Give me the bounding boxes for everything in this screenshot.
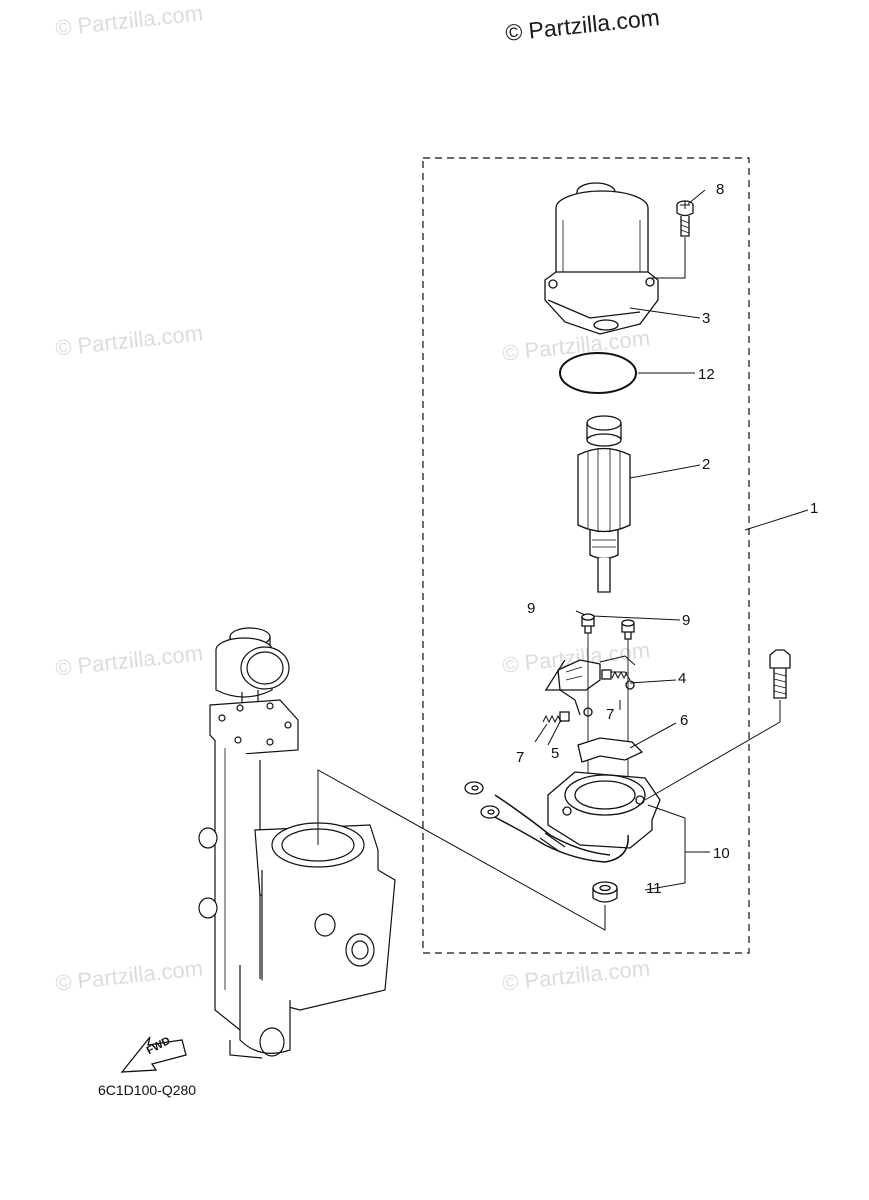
callout-4: 4	[678, 670, 687, 687]
brush-plate-part	[577, 737, 644, 763]
screw-part	[581, 613, 595, 634]
motor-end-cover-part	[547, 771, 661, 849]
tilt-trim-unit	[198, 627, 396, 1059]
brush-holder-part	[545, 655, 636, 717]
bolt-part	[769, 649, 791, 699]
callout-9: 9	[682, 612, 691, 629]
callout-12: 12	[698, 366, 715, 383]
brush-part	[559, 711, 570, 722]
grommet-part	[592, 881, 618, 903]
callout-1: 1	[810, 500, 819, 517]
spring-part	[542, 714, 562, 724]
armature-part	[577, 415, 631, 593]
callout-8: 8	[716, 181, 725, 198]
lead-wire-part	[464, 781, 629, 863]
brush-part	[601, 669, 612, 680]
spring-part	[611, 670, 628, 680]
callout-6: 6	[680, 712, 689, 729]
motor-yoke-part	[544, 182, 659, 335]
callout-7: 7	[606, 706, 615, 723]
assembly-boundary-box	[422, 157, 750, 954]
callout-2: 2	[702, 456, 711, 473]
callout-5: 5	[551, 745, 560, 762]
callout-11: 11	[646, 880, 662, 897]
screw-part	[676, 200, 694, 237]
forward-arrow-icon	[120, 1036, 187, 1073]
callout-7: 7	[516, 749, 525, 766]
callout-leaders	[534, 189, 809, 891]
callout-3: 3	[702, 310, 711, 327]
callout-10: 10	[713, 845, 730, 862]
diagram-code: 6C1D100-Q280	[98, 1082, 197, 1098]
screw-part	[621, 619, 635, 640]
callout-9: 9	[527, 600, 536, 617]
o-ring-part	[559, 352, 637, 394]
